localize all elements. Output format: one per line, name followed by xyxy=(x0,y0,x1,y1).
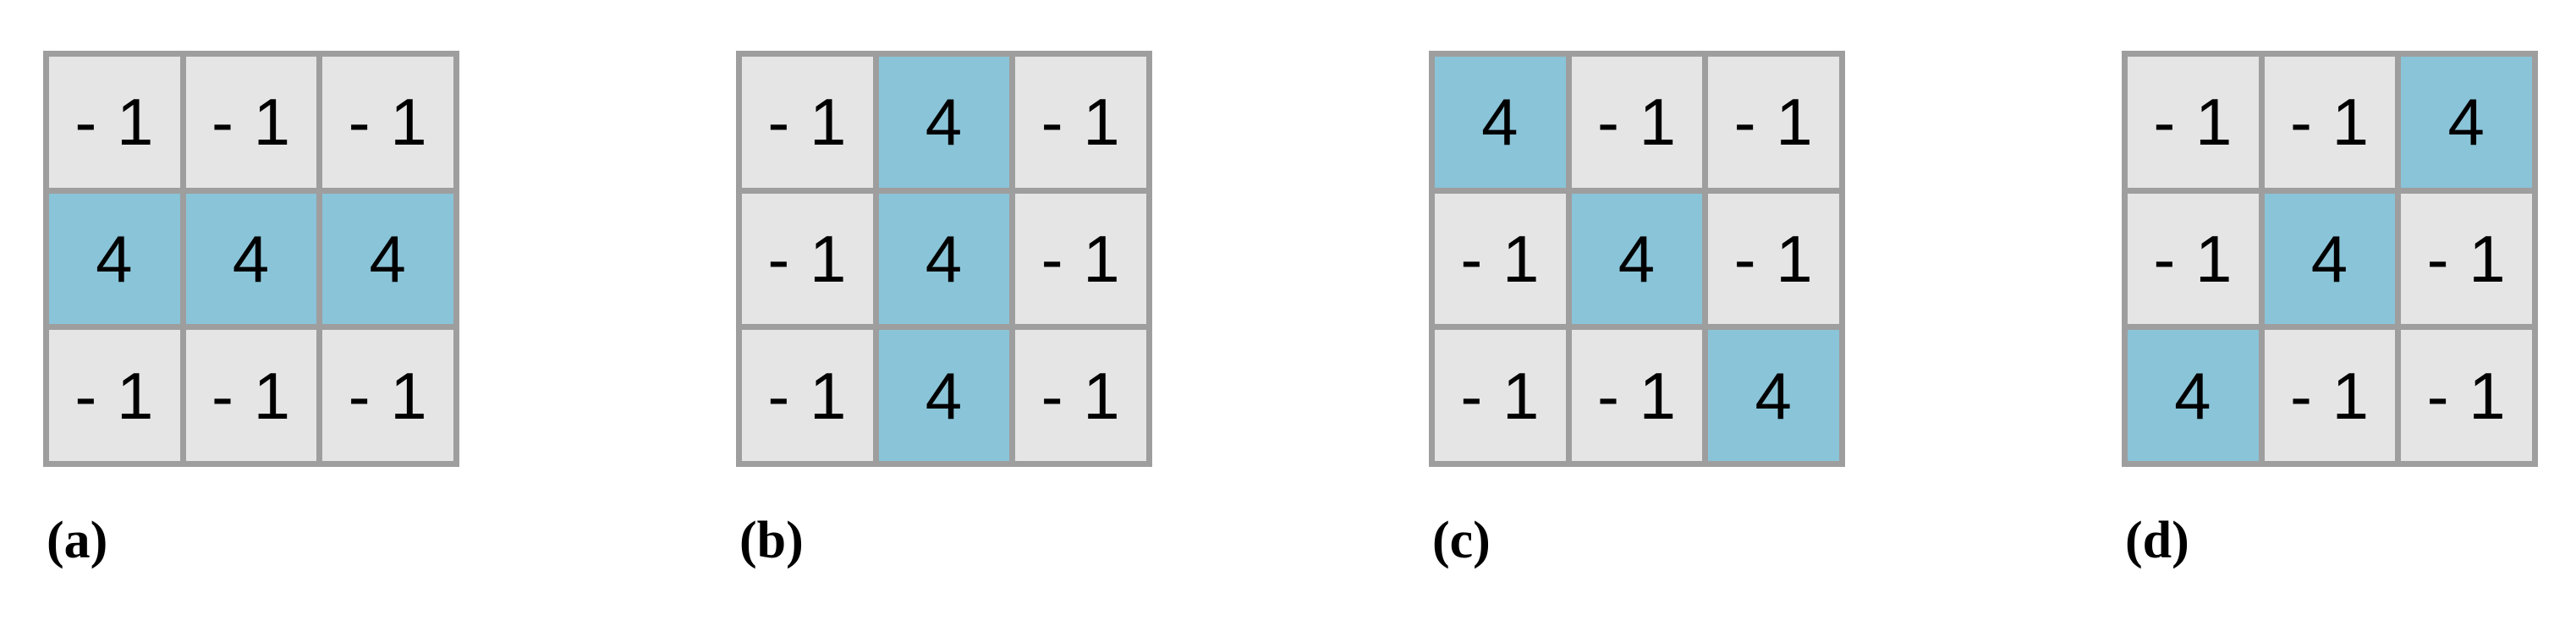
kernel-cell: 4 xyxy=(185,193,317,325)
kernel-cell: 4 xyxy=(2128,330,2259,461)
panel-caption-b: (b) xyxy=(739,512,804,569)
kernel-cell: - 1 xyxy=(1435,193,1566,325)
kernel-cell: 4 xyxy=(1571,193,1703,325)
kernel-cell: - 1 xyxy=(1435,330,1566,461)
kernel-cell: 4 xyxy=(1708,330,1839,461)
kernel-cell: 4 xyxy=(322,193,453,325)
panel-caption-c: (c) xyxy=(1432,512,1491,569)
kernel-cell: - 1 xyxy=(742,330,873,461)
panel-b: - 1 4 - 1 - 1 4 - 1 - 1 4 - 1 (b) xyxy=(736,0,1176,620)
kernel-cell: 4 xyxy=(878,193,1010,325)
kernel-cell: 4 xyxy=(878,57,1010,188)
kernel-cell: - 1 xyxy=(322,330,453,461)
kernel-cell: - 1 xyxy=(1571,330,1703,461)
kernel-cell: - 1 xyxy=(1015,193,1146,325)
kernel-cell: 4 xyxy=(2401,57,2532,188)
kernel-cell: - 1 xyxy=(185,330,317,461)
kernel-cell: - 1 xyxy=(1015,57,1146,188)
kernel-cell: - 1 xyxy=(49,330,180,461)
panel-c: 4 - 1 - 1 - 1 4 - 1 - 1 - 1 4 (c) xyxy=(1429,0,1869,620)
kernel-grid-d: - 1 - 1 4 - 1 4 - 1 4 - 1 - 1 xyxy=(2122,51,2538,467)
kernel-cell: 4 xyxy=(2264,193,2396,325)
kernel-cell: - 1 xyxy=(2128,57,2259,188)
kernel-grid-b: - 1 4 - 1 - 1 4 - 1 - 1 4 - 1 xyxy=(736,51,1152,467)
panel-caption-d: (d) xyxy=(2125,512,2189,569)
kernel-cell: - 1 xyxy=(742,57,873,188)
kernel-cell: 4 xyxy=(878,330,1010,461)
kernel-cell: - 1 xyxy=(1708,57,1839,188)
kernel-cell: - 1 xyxy=(742,193,873,325)
kernel-cell: - 1 xyxy=(2264,57,2396,188)
kernel-cell: - 1 xyxy=(1708,193,1839,325)
kernel-cell: - 1 xyxy=(2128,193,2259,325)
kernel-cell: - 1 xyxy=(2401,330,2532,461)
kernel-cell: 4 xyxy=(1435,57,1566,188)
kernel-cell: 4 xyxy=(49,193,180,325)
panel-d: - 1 - 1 4 - 1 4 - 1 4 - 1 - 1 (d) xyxy=(2122,0,2562,620)
kernel-grid-c: 4 - 1 - 1 - 1 4 - 1 - 1 - 1 4 xyxy=(1429,51,1845,467)
kernel-cell: - 1 xyxy=(185,57,317,188)
panel-caption-a: (a) xyxy=(47,512,108,569)
kernel-cell: - 1 xyxy=(2264,330,2396,461)
kernel-cell: - 1 xyxy=(1015,330,1146,461)
kernel-grid-a: - 1 - 1 - 1 4 4 4 - 1 - 1 - 1 xyxy=(43,51,459,467)
kernel-cell: - 1 xyxy=(49,57,180,188)
kernel-cell: - 1 xyxy=(2401,193,2532,325)
kernel-cell: - 1 xyxy=(1571,57,1703,188)
panel-a: - 1 - 1 - 1 4 4 4 - 1 - 1 - 1 (a) xyxy=(43,0,483,620)
kernel-cell: - 1 xyxy=(322,57,453,188)
